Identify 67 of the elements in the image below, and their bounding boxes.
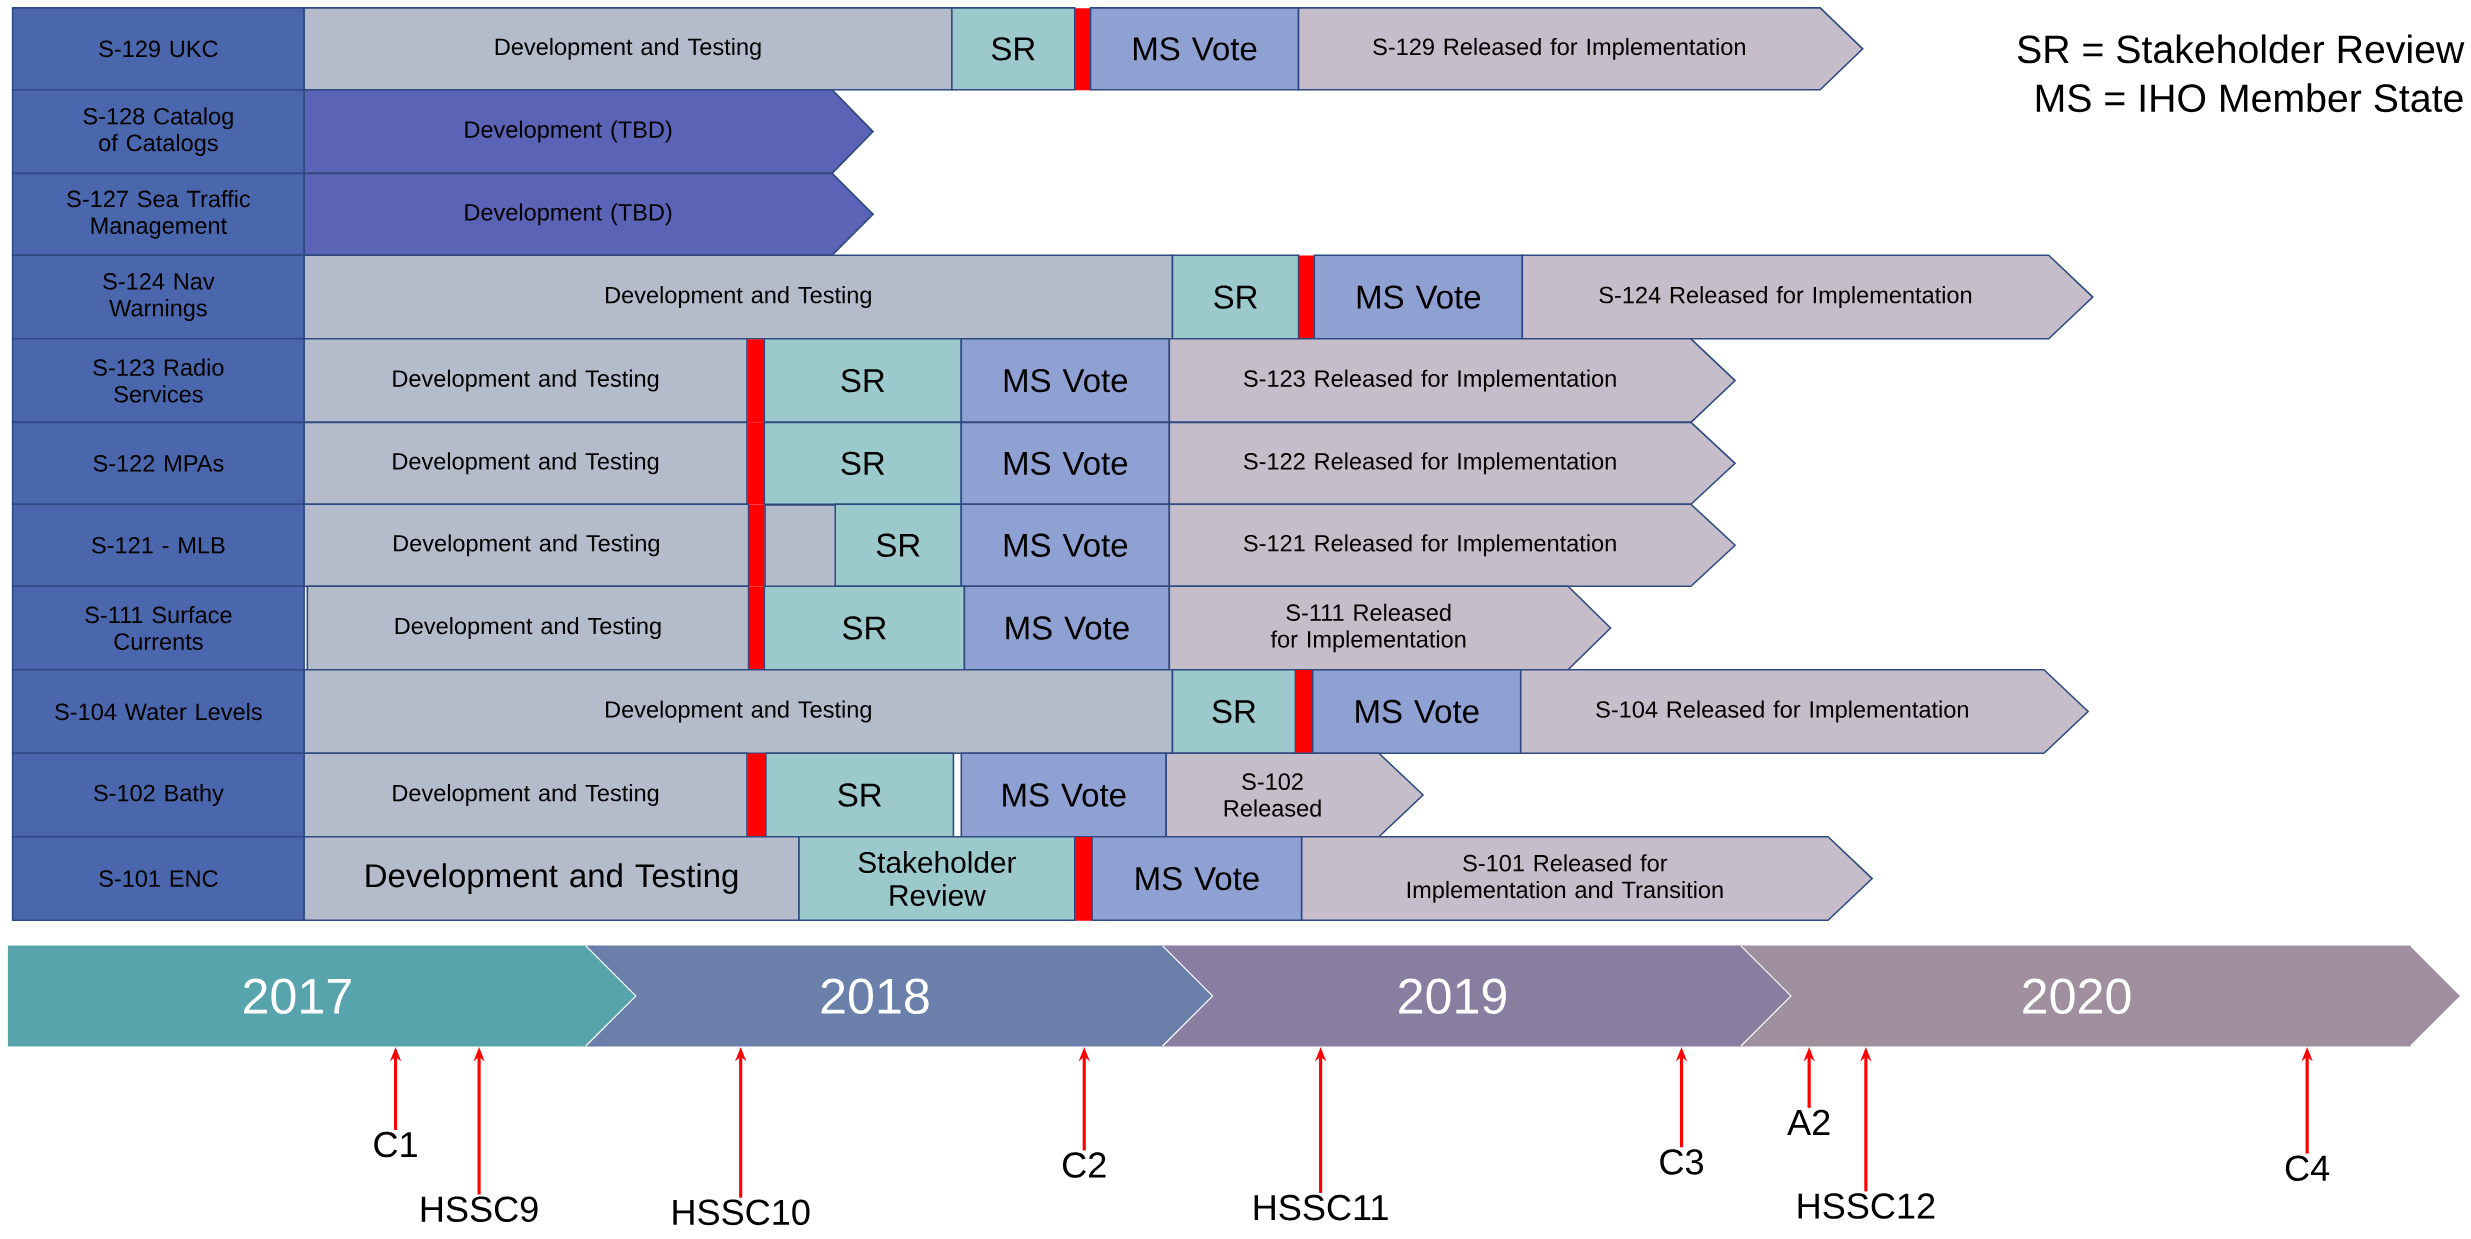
vote-box: MS Vote [960,338,1171,424]
release-band: S-122 Released for Implementation [1168,421,1737,506]
release-band: S-111 Released for Implementation [1168,585,1612,671]
review-box: Stakeholder Review [798,836,1076,922]
release-band: S-121 Released for Implementation [1168,503,1737,588]
milestone-label: HSSC11 [1254,1195,1388,1221]
milestone-label: HSSC9 [421,1196,538,1223]
review-box: SR [763,338,963,424]
legend-text: SR = Stakeholder Review [2017,34,2465,64]
milestone-label: C3 [1660,1149,1703,1175]
release-band: S-124 Released for Implementation [1521,254,2094,340]
phase-box: Development and Testing [303,669,1174,755]
phase-box: Development and Testing [303,421,748,506]
release-band: S-102 Released [1165,752,1425,838]
phase-box: Development and Testing [303,254,1174,340]
product-label-box: S-111 Surface Currents [11,585,305,671]
legend-text: MS = IHO Member State [2036,83,2463,113]
milestone-label: C1 [374,1132,417,1158]
milestone-label: C4 [2285,1155,2330,1182]
product-label-box: S-127 Sea Traffic Management [11,172,305,257]
review-box: SR [765,752,955,838]
milestone-label: HSSC10 [673,1199,810,1226]
phase-box: Development and Testing [303,503,750,588]
phase-box: Development and Testing [303,338,748,424]
product-label-box: S-104 Water Levels [11,669,305,755]
review-box: SR [951,7,1076,91]
milestone-label: HSSC12 [1798,1193,1935,1219]
vote-box: MS Vote [1313,254,1524,340]
release-band: S-129 Released for Implementation [1297,7,1864,91]
phase-band: Development (TBD) [303,89,875,175]
milestone-label: A2 [1787,1109,1830,1136]
milestone-bar [1075,8,1091,91]
phase-band: Development (TBD) [303,172,875,257]
year-band: 2020 [1741,944,2464,1048]
review-box: SR [763,585,966,671]
release-band: S-123 Released for Implementation [1168,338,1737,424]
product-label-box: S-128 Catalog of Catalogs [11,89,305,175]
phase-box: Development and Testing [303,836,800,922]
empty-phase-box [764,504,837,588]
product-label-box: S-122 MPAs [11,421,305,506]
product-label-box: S-123 Radio Services [11,338,305,424]
phase-box: Development and Testing [303,7,953,91]
review-box: SR [763,421,963,506]
product-label-box: S-129 UKC [11,7,305,91]
vote-box: MS Vote [1091,836,1303,922]
review-box: SR [1171,254,1300,340]
review-box: SR [834,503,963,588]
year-band: 2018 [586,944,1216,1048]
phase-box: Development and Testing [303,752,748,838]
vote-box: MS Vote [960,503,1171,588]
phase-box: Development and Testing [306,585,750,671]
release-band: S-104 Released for Implementation [1519,669,2090,755]
milestone-label: C2 [1062,1152,1106,1179]
milestone-bar [747,422,765,505]
product-label-box: S-121 - MLB [11,503,305,588]
vote-box: MS Vote [963,585,1171,671]
vote-box: MS Vote [960,752,1167,838]
review-box: SR [1171,669,1297,755]
vote-box: MS Vote [1311,669,1522,755]
product-label-box: S-101 ENC [11,836,305,922]
vote-box: MS Vote [960,421,1171,506]
year-band: 2017 [7,944,639,1048]
product-label-box: S-124 Nav Warnings [11,254,305,340]
vote-box: MS Vote [1089,7,1300,91]
year-band: 2019 [1163,944,1794,1048]
milestone-bar [747,339,765,423]
product-label-box: S-102 Bathy [11,752,305,838]
